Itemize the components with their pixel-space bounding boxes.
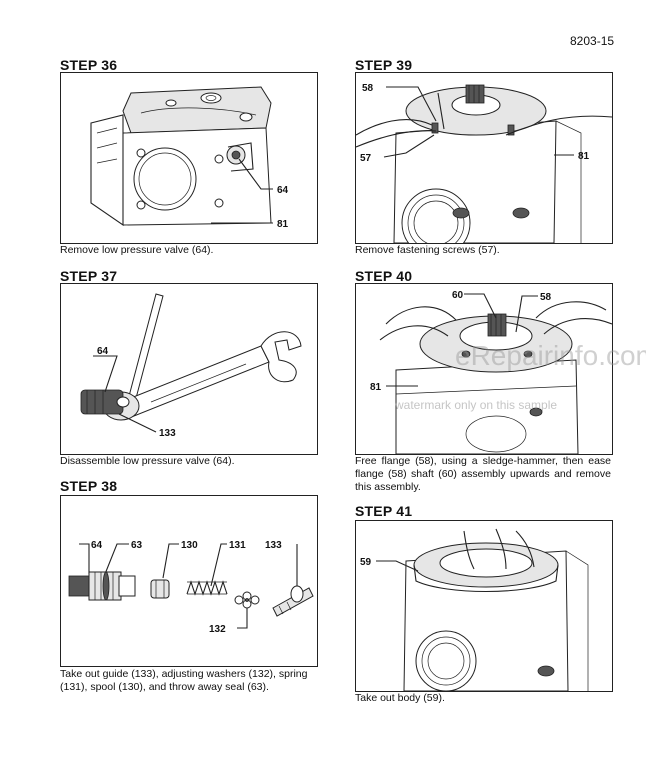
callout-64: 64	[97, 346, 109, 357]
step-38-title: STEP 38	[60, 478, 118, 494]
callout-81: 81	[370, 382, 382, 393]
callout-133: 133	[265, 540, 282, 551]
step-39-caption: Remove fastening screws (57).	[355, 244, 500, 256]
step-40-caption: Free flange (58), using a sledge-hammer,…	[355, 455, 611, 493]
callout-81: 81	[578, 151, 590, 162]
callout-64: 64	[91, 540, 103, 551]
step-41-caption: Take out body (59).	[355, 692, 445, 704]
callout-58: 58	[540, 292, 552, 303]
step-36-drawing: 64 81	[90, 86, 289, 230]
callout-60: 60	[452, 290, 464, 301]
callout-59: 59	[360, 557, 372, 568]
step-37-title: STEP 37	[60, 268, 118, 284]
step-39-drawing: 58 57 81	[356, 83, 612, 243]
step-37-drawing: 64 133	[80, 293, 302, 439]
step-37-caption: Disassemble low pressure valve (64).	[60, 455, 235, 467]
step-38-caption: Take out guide (133), adjusting washers …	[60, 668, 308, 693]
step-37-illustration: 64 133	[60, 283, 318, 455]
step-39-illustration: 58 57 81	[355, 72, 613, 244]
step-38-illustration: 64 63 130 131 133 132	[60, 495, 318, 667]
callout-133: 133	[159, 428, 176, 439]
step-36-illustration: 64 81	[60, 72, 318, 244]
callout-58: 58	[362, 83, 374, 94]
page-number: 8203-15	[570, 34, 615, 48]
step-36-caption: Remove low pressure valve (64).	[60, 244, 214, 256]
step-40-drawing: 60 58 81	[370, 290, 612, 454]
callout-63: 63	[131, 540, 143, 551]
callout-64: 64	[277, 185, 289, 196]
step-36-title: STEP 36	[60, 57, 118, 73]
step-41-drawing: 59	[360, 528, 589, 691]
callout-132: 132	[209, 624, 226, 635]
callout-57: 57	[360, 153, 372, 164]
step-41-illustration: 59	[355, 520, 613, 692]
step-40-illustration: 60 58 81	[355, 283, 613, 455]
step-41-title: STEP 41	[355, 503, 413, 519]
callout-131: 131	[229, 540, 246, 551]
callout-81: 81	[277, 219, 289, 230]
callout-130: 130	[181, 540, 198, 551]
step-39-title: STEP 39	[355, 57, 413, 73]
step-38-drawing: 64 63 130 131 133 132	[68, 540, 314, 635]
step-40-title: STEP 40	[355, 268, 413, 284]
